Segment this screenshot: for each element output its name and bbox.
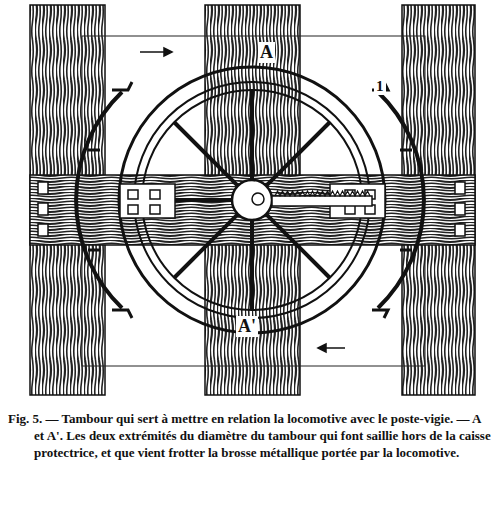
- figure-caption: Fig. 5. — Tambour qui sert à mettre en r…: [8, 410, 492, 461]
- end-label: A: [258, 42, 275, 63]
- drum-illustration: [0, 0, 500, 405]
- callout-number: 1: [374, 78, 386, 95]
- end-label: A': [236, 316, 258, 337]
